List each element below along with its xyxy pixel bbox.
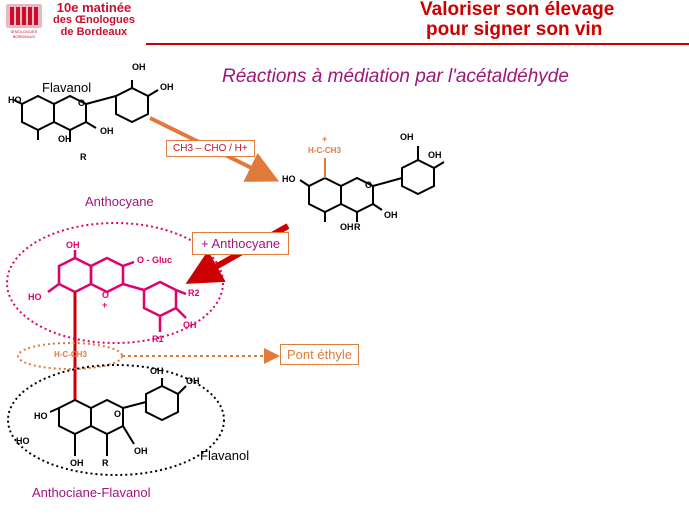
page-title: Valoriser son élevage pour signer son vi… — [420, 0, 689, 40]
r2-label: R2 — [188, 288, 200, 298]
flavanol-top-label: Flavanol — [42, 80, 92, 95]
intermediate-group-label: H-C-CH3 — [308, 146, 341, 155]
intermediate-structure — [299, 146, 445, 222]
reagent-box: CH3 – CHO / H+ — [166, 140, 255, 157]
flavanol-ellipse — [7, 364, 225, 476]
o-gluc-label: O - Gluc — [137, 255, 173, 265]
logo-text: ŒNOLOGUES BORDEAUX — [10, 29, 38, 39]
event-line2: des Œnologues — [53, 14, 135, 26]
r1-label: R1 — [152, 334, 164, 344]
bridge-group-label: H-C-CH3 — [54, 350, 87, 359]
bridge-name-box: Pont éthyle — [280, 344, 360, 365]
intermediate-cation: + — [322, 134, 328, 144]
anthocyane-structure — [47, 250, 187, 332]
header-rule — [146, 43, 689, 45]
event-line3: de Bordeaux — [60, 26, 128, 38]
title-line2: pour signer son vin — [426, 19, 603, 40]
anthocyane-label: Anthocyane — [85, 194, 154, 209]
plus-anthocyane-box: + Anthocyane — [192, 232, 290, 255]
event-title: 10e matinée des Œnologues de Bordeaux — [46, 0, 142, 38]
flavanol-top-structure — [13, 80, 159, 142]
title-line1: Valoriser son élevage — [420, 0, 615, 20]
slide-subtitle: Réactions à médiation par l'acétaldéhyde — [222, 66, 569, 87]
oenologues-logo: ŒNOLOGUES BORDEAUX — [4, 2, 44, 40]
flavanol-bottom-label: Flavanol — [200, 448, 250, 463]
header-bar: ŒNOLOGUES BORDEAUX 10e matinée des Œnolo… — [0, 0, 689, 45]
product-label: Anthociane-Flavanol — [32, 485, 151, 500]
event-line1: 10e matinée — [56, 0, 132, 15]
flavanol-bottom-structure — [49, 378, 187, 456]
